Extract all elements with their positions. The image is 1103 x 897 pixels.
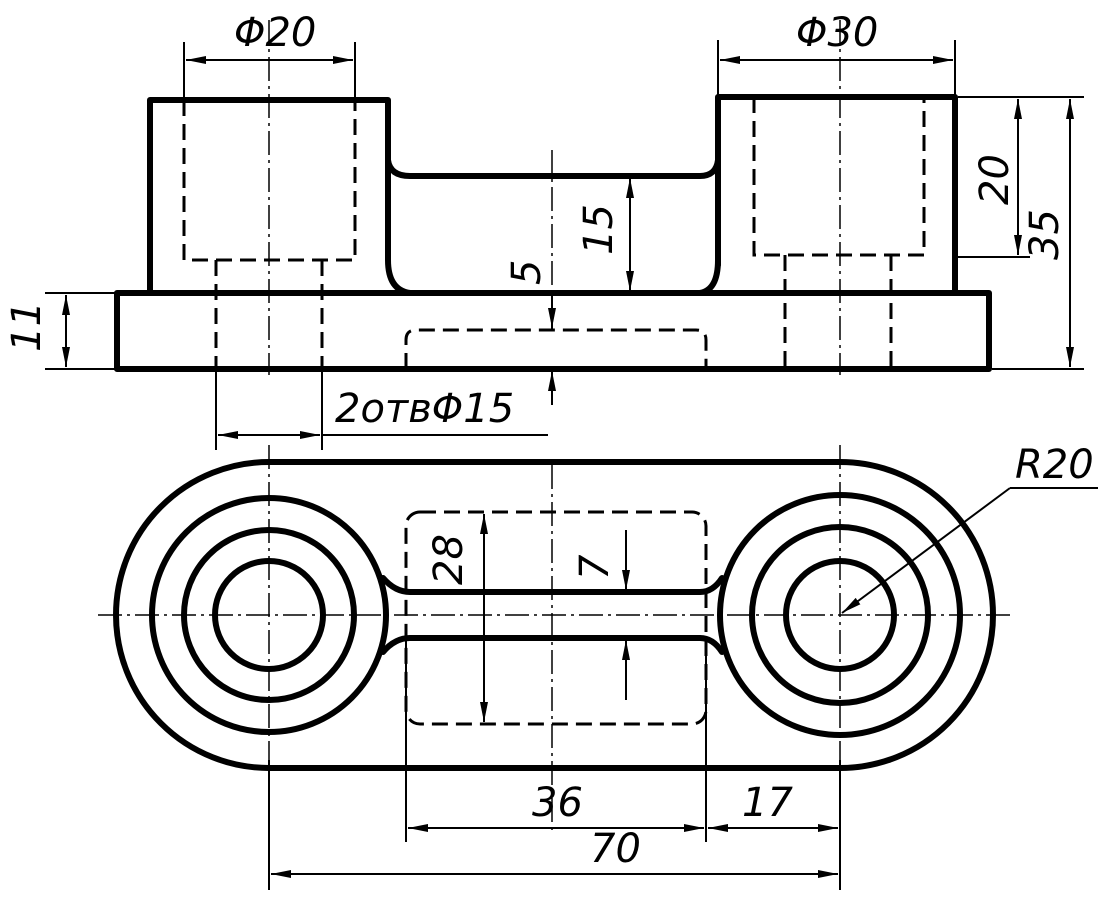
dim-text-l17: 17 (742, 780, 793, 826)
dimension-r20: R20 (841, 442, 1098, 614)
dim-text-h5: 5 (504, 260, 550, 285)
dimension-h15: 15 (576, 178, 634, 291)
top-view (98, 445, 1010, 830)
dim-text-h15: 15 (576, 204, 622, 255)
web-top-view (380, 575, 725, 655)
dim-text-w28: 28 (426, 534, 472, 585)
right-hole-hidden (783, 255, 893, 369)
dimension-h20: 20 (958, 96, 1084, 258)
left-boss-outline (147, 97, 413, 296)
dimension-holes: 2отвΦ15 (215, 369, 548, 450)
right-boss-outline (697, 94, 958, 296)
dim-text-r20: R20 (1015, 442, 1094, 488)
dim-text-l70: 70 (590, 826, 641, 872)
web-top-outline (385, 157, 721, 179)
dim-text-h20: 20 (972, 154, 1018, 205)
dimension-d30: Φ30 (717, 10, 956, 95)
dimension-d20: Φ20 (183, 10, 356, 98)
dim-text-l36: 36 (532, 780, 583, 826)
dim-text-holes: 2отвΦ15 (335, 386, 514, 432)
dimension-h35: 35 (992, 99, 1084, 370)
dimension-w28: 28 (426, 514, 488, 722)
dim-text-h11: 11 (4, 301, 50, 352)
dimension-h11: 11 (4, 292, 115, 370)
bottom-recess-hidden (404, 328, 708, 369)
left-hole-hidden (214, 260, 324, 369)
right-bore-hidden (752, 97, 926, 257)
dim-text-d30: Φ30 (796, 10, 878, 56)
recess-hidden-top (404, 510, 708, 726)
dimension-l36-l17: 36 17 (268, 640, 841, 890)
dimension-w7: 7 (572, 530, 630, 700)
dim-text-d20: Φ20 (234, 10, 316, 56)
dim-text-h35: 35 (1022, 209, 1068, 260)
dimension-h5: 5 (504, 260, 556, 405)
dim-text-w7: 7 (572, 554, 618, 580)
dimension-l70: 70 (271, 826, 838, 878)
